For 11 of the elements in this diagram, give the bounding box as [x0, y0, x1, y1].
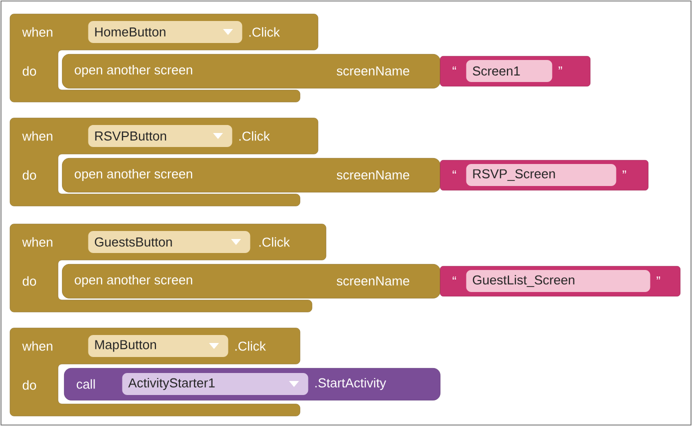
- procedure-block: open another screen screenName: [62, 264, 440, 298]
- text-field: Screen1: [466, 60, 552, 82]
- dropdown-field: MapButton: [88, 335, 228, 357]
- dropdown-field: RSVPButton: [88, 125, 232, 147]
- dropdown-field: GuestsButton: [88, 231, 250, 253]
- procedure-block: open another screen screenName: [62, 158, 440, 192]
- dropdown-field: HomeButton: [88, 21, 242, 43]
- text-field: RSVP_Screen: [466, 164, 616, 186]
- text-field: GuestList_Screen: [466, 270, 650, 292]
- dropdown-field: ActivityStarter1: [122, 373, 308, 395]
- procedure-block: open another screen screenName: [62, 54, 440, 88]
